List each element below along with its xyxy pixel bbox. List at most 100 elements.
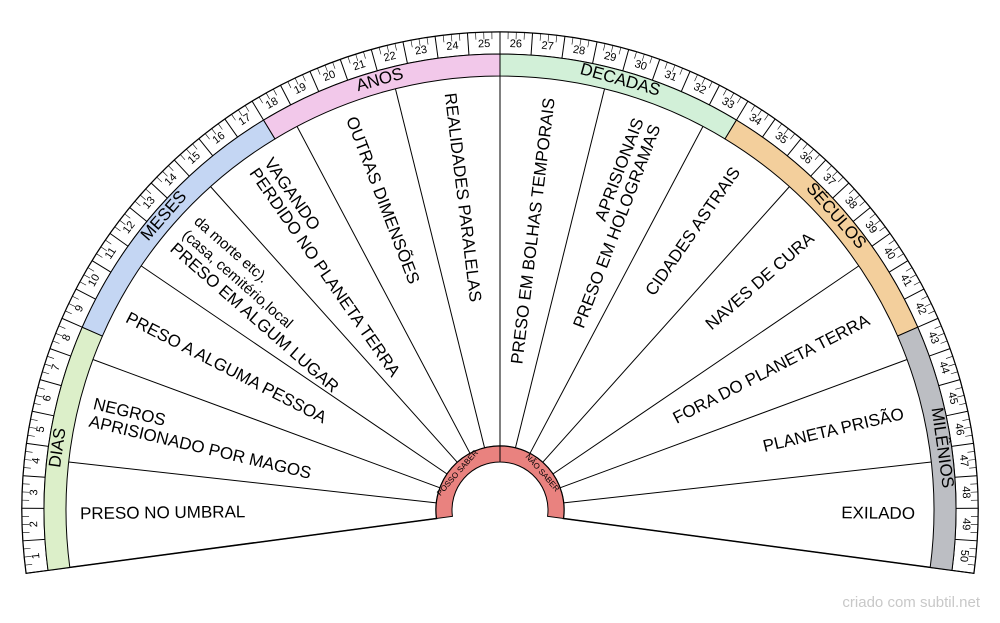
tick-major (309, 71, 320, 92)
tick-major (91, 260, 112, 273)
tick-label: 48 (960, 486, 972, 499)
tick-label: 39 (862, 219, 879, 236)
tick-label: 30 (633, 58, 648, 73)
tick-minor (893, 246, 900, 252)
tick-label: 5 (35, 425, 48, 433)
tick-minor (948, 363, 956, 367)
tick-minor (909, 274, 917, 279)
tick-major (150, 182, 168, 199)
tick-minor (294, 77, 299, 85)
tick-minor (273, 89, 277, 96)
tick-minor (347, 56, 351, 64)
tick-major (651, 59, 661, 81)
tick-label: 18 (264, 95, 281, 111)
tick-minor (664, 62, 668, 69)
tick-minor (967, 564, 975, 566)
tick-label: 6 (41, 394, 54, 403)
tick-major (762, 118, 776, 138)
tick-minor (603, 43, 606, 51)
tick-minor (192, 143, 198, 150)
tick-label: 23 (414, 44, 428, 58)
tick-minor (854, 194, 860, 200)
tick-major (951, 569, 974, 574)
tick-major (109, 233, 129, 247)
tick-major (680, 71, 691, 92)
tick-minor (100, 246, 107, 252)
tick-minor (258, 96, 263, 104)
sector-divider (296, 126, 471, 454)
tick-major (955, 538, 978, 542)
tick-label: 26 (510, 38, 523, 50)
tick-minor (44, 363, 52, 367)
tick-label: 49 (960, 518, 972, 531)
tick-major (49, 348, 71, 357)
tick-minor (814, 154, 820, 161)
tick-minor (826, 165, 832, 171)
tick-minor (837, 176, 844, 183)
tick-minor (30, 418, 38, 421)
tick-label: 19 (292, 81, 308, 97)
tick-label: 35 (773, 130, 790, 147)
tick-minor (418, 38, 421, 46)
tick-major (339, 59, 349, 81)
tick-minor (579, 38, 582, 46)
tick-major (26, 442, 49, 447)
sector-divider (69, 517, 437, 568)
tick-minor (23, 467, 31, 469)
tick-label: 3 (28, 489, 40, 496)
tick-minor (42, 371, 50, 375)
tick-minor (757, 109, 762, 116)
tick-minor (317, 68, 321, 75)
tick-label: 9 (73, 303, 86, 314)
tick-label: 25 (478, 38, 491, 50)
tick-minor (905, 267, 913, 272)
time-band-segment (896, 326, 957, 571)
tick-minor (65, 310, 72, 315)
tick-label: 42 (912, 301, 928, 317)
tick-major (904, 288, 925, 300)
tick-label: 46 (952, 422, 966, 436)
tick-label: 28 (572, 44, 586, 58)
tick-minor (119, 220, 126, 225)
credit-text: criado com subtil.net (842, 594, 980, 611)
tick-minor (324, 65, 328, 72)
tick-major (39, 379, 62, 387)
tick-minor (394, 43, 397, 51)
tick-minor (649, 56, 653, 64)
tick-minor (83, 274, 91, 279)
tick-minor (25, 564, 33, 566)
tick-label: 29 (603, 50, 618, 65)
tick-minor (723, 89, 727, 96)
tick-minor (708, 81, 713, 89)
tick-minor (450, 34, 453, 42)
tick-minor (969, 548, 977, 550)
tick-minor (72, 296, 79, 300)
tick-minor (921, 296, 928, 300)
tick-major (622, 49, 630, 71)
tick-major (832, 182, 850, 199)
sector-divider (210, 186, 458, 463)
tick-major (938, 379, 961, 387)
tick-major (708, 85, 720, 106)
tick-label: 7 (50, 363, 63, 372)
tick-major (75, 288, 96, 300)
tick-minor (79, 281, 87, 286)
sector-divider (92, 359, 441, 489)
tick-label: 33 (720, 95, 737, 111)
tick-minor (145, 188, 152, 194)
tick-minor (205, 133, 210, 140)
tick-minor (68, 303, 76, 307)
tick-major (530, 33, 534, 56)
tick-major (251, 101, 264, 121)
tick-minor (162, 171, 168, 177)
tick-minor (386, 45, 390, 53)
tick-label: 31 (663, 68, 679, 84)
tick-minor (928, 310, 935, 315)
tick-minor (37, 387, 45, 390)
tick-minor (287, 81, 292, 89)
tick-minor (730, 92, 735, 100)
tick-major (810, 159, 827, 177)
tick-minor (968, 459, 976, 461)
